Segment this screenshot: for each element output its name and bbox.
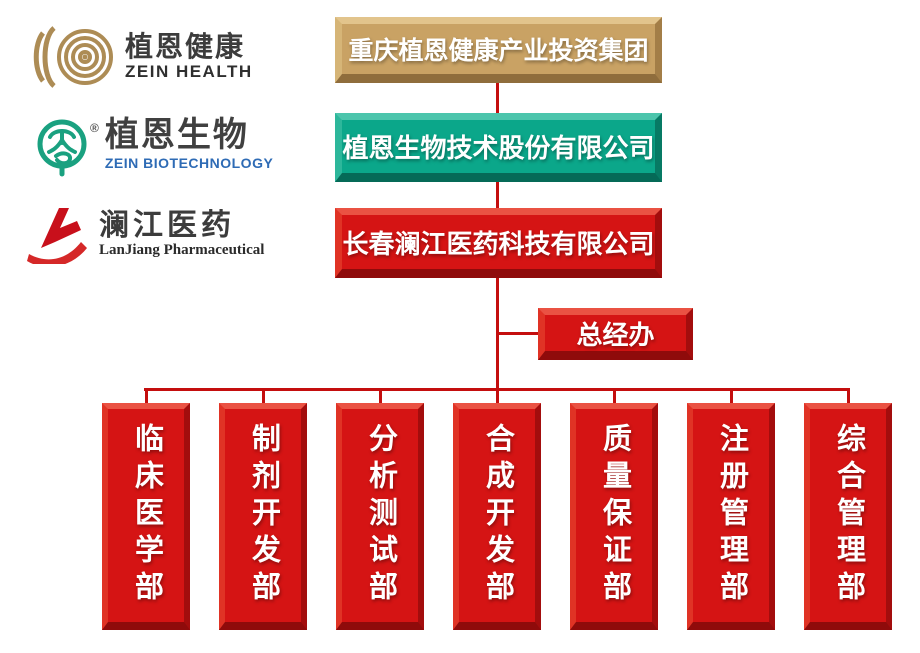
dept-label: 临床医学部 <box>130 423 163 608</box>
zein-health-cn: 植恩健康 <box>125 30 246 62</box>
zein-biotech-emblem-icon <box>37 119 87 177</box>
logo-zein-biotechnology: ® 植恩生物 ZEIN BIOTECHNOLOGY <box>36 110 273 178</box>
dept-label: 合成开发部 <box>481 423 514 608</box>
dept-label: 质量保证部 <box>598 423 631 608</box>
connector-drop-4 <box>496 388 499 405</box>
org-box-subsidiary: 长春澜江医药科技有限公司 <box>335 208 662 278</box>
zein-biotech-en: ZEIN BIOTECHNOLOGY <box>104 154 274 171</box>
zein-biotech-cn: 植恩生物 <box>104 116 249 155</box>
org-box-office: 总经办 <box>538 308 693 360</box>
dept-box-clinical-medicine: 临床医学部 <box>102 403 190 630</box>
lanjiang-mark-icon <box>27 208 87 264</box>
lanjiang-en: LanJiang Pharmaceutical <box>99 242 265 258</box>
dept-box-analysis-testing: 分析测试部 <box>336 403 424 630</box>
connector-drop-2 <box>262 388 265 405</box>
dept-box-formulation-dev: 制剂开发部 <box>219 403 307 630</box>
connector-drop-6 <box>730 388 733 405</box>
connector-drop-5 <box>613 388 616 405</box>
connector-drop-7 <box>847 388 850 405</box>
connector-drop-1 <box>145 388 148 405</box>
connector-group-to-company <box>496 83 499 113</box>
dept-label: 制剂开发部 <box>247 423 280 608</box>
connector-drop-3 <box>379 388 382 405</box>
org-box-group: 重庆植恩健康产业投资集团 <box>335 17 662 83</box>
dept-label: 综合管理部 <box>832 423 865 608</box>
registered-trademark-icon: ® <box>90 121 99 135</box>
connector-company-to-subsidiary <box>496 182 499 208</box>
logo-lanjiang-pharmaceutical: 澜江医药 LanJiang Pharmaceutical <box>27 204 264 264</box>
connector-office-branch <box>497 332 538 335</box>
zein-health-en: ZEIN HEALTH <box>125 62 253 82</box>
dept-label: 分析测试部 <box>364 423 397 608</box>
dept-box-synthesis-dev: 合成开发部 <box>453 403 541 630</box>
logo-zein-health: 植恩健康 ZEIN HEALTH <box>33 26 253 88</box>
lanjiang-cn: 澜江医药 <box>99 209 235 242</box>
dept-box-general-mgmt: 综合管理部 <box>804 403 892 630</box>
dept-label: 注册管理部 <box>715 423 748 608</box>
dept-box-registration-mgmt: 注册管理部 <box>687 403 775 630</box>
org-box-company: 植恩生物技术股份有限公司 <box>335 113 662 182</box>
zein-health-rings-icon <box>33 26 113 88</box>
dept-box-quality-assurance: 质量保证部 <box>570 403 658 630</box>
